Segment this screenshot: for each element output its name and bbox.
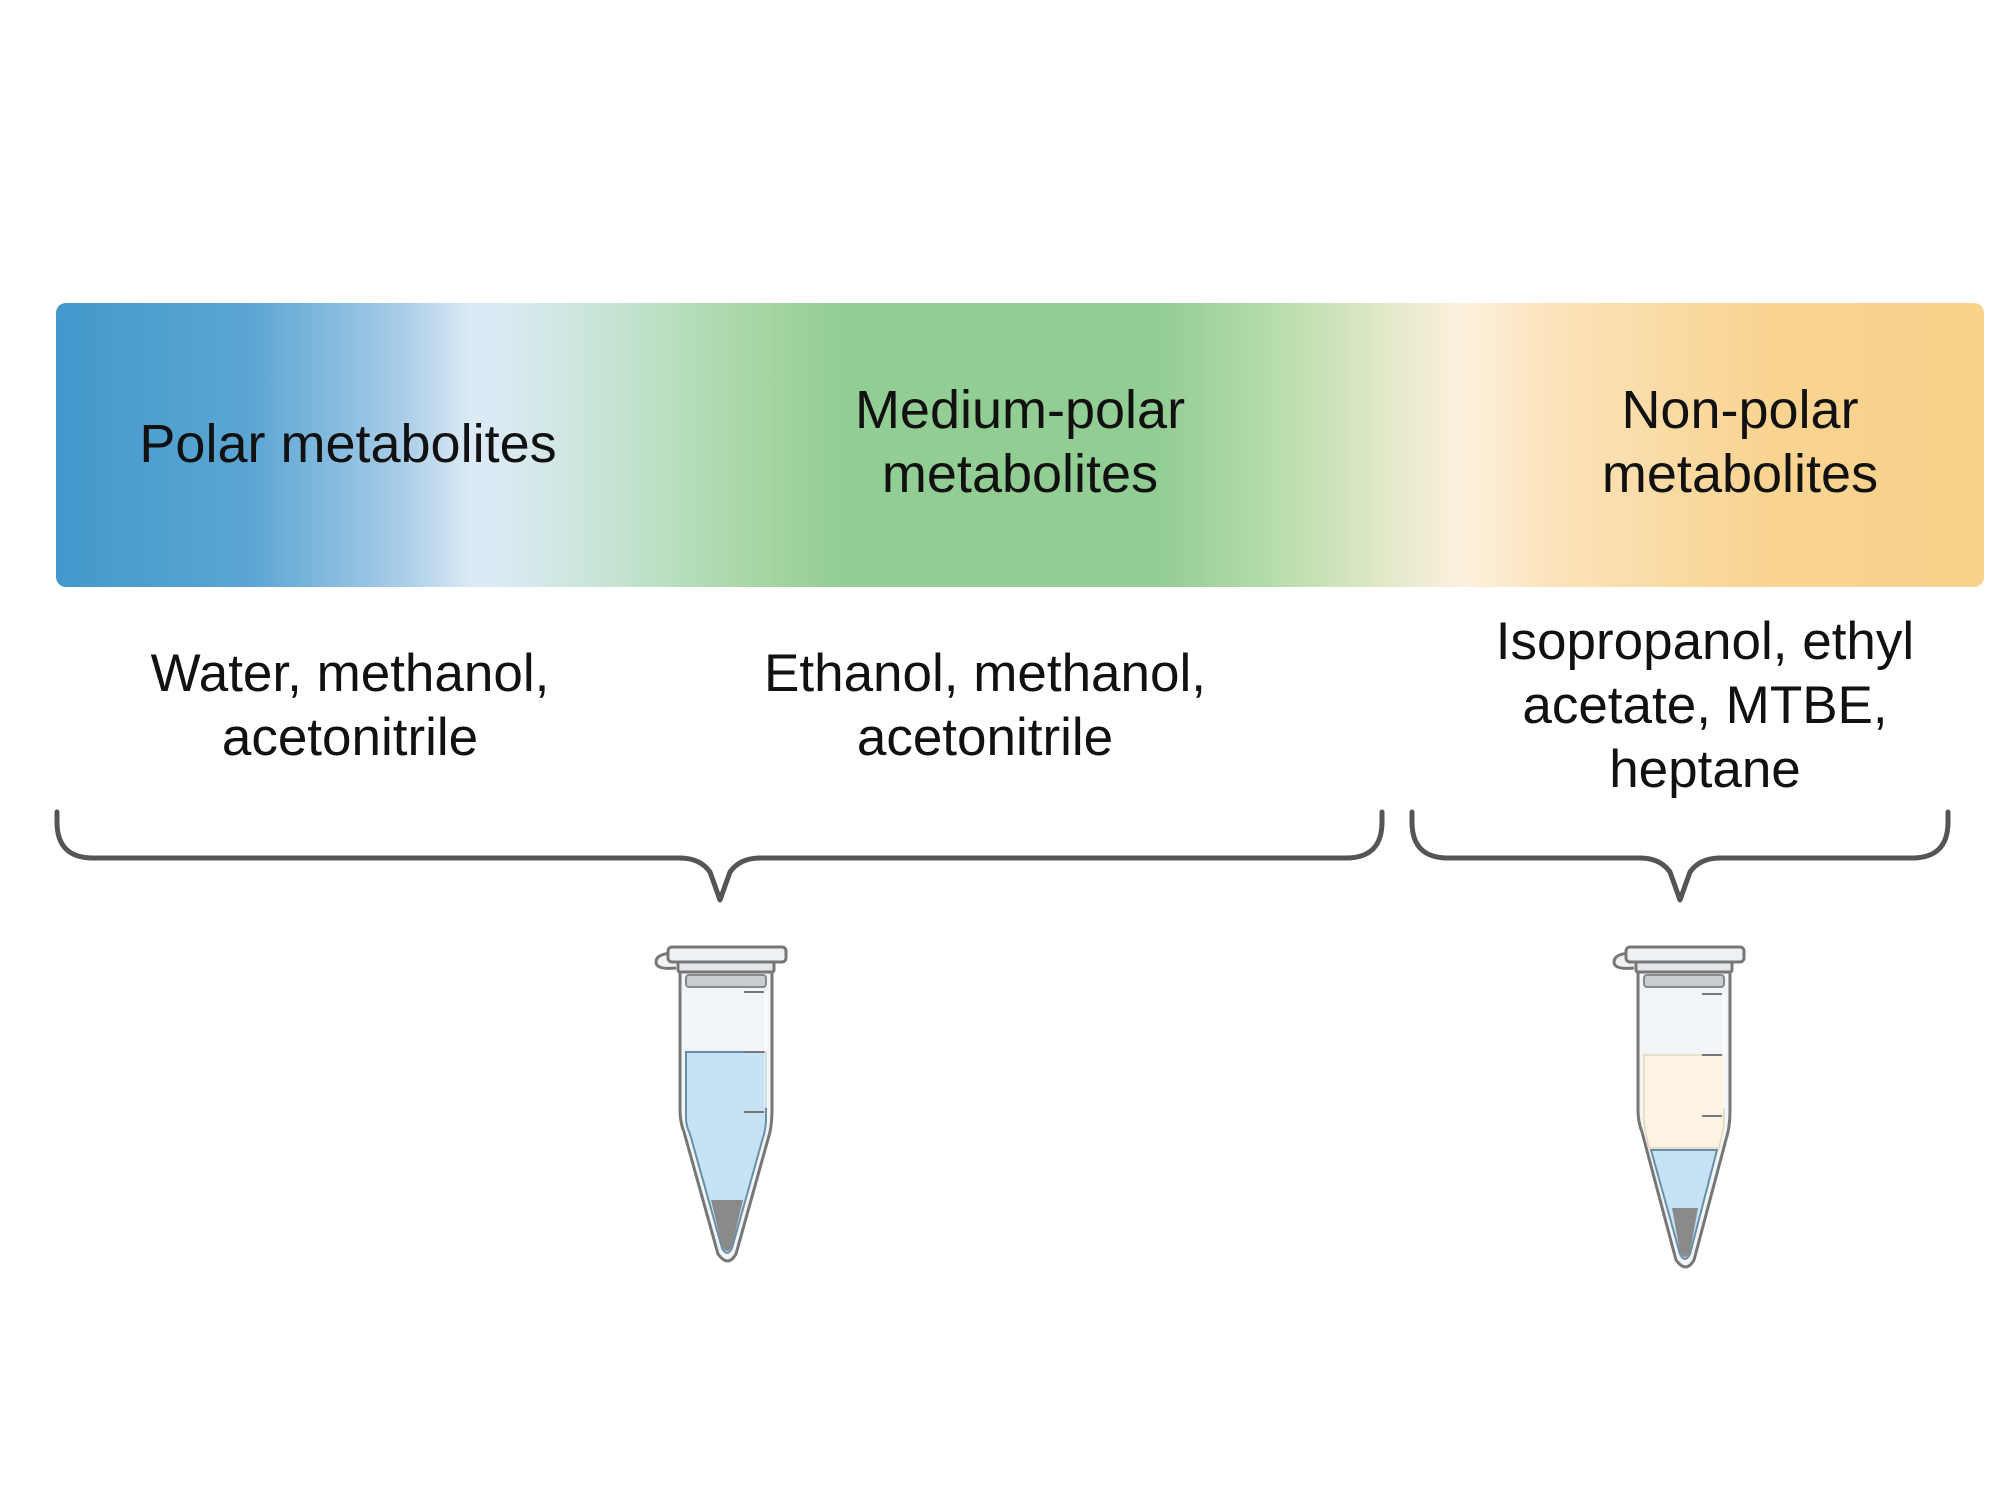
polar-solvents-label: Water, methanol, acetonitrile [120,642,580,770]
medium-solvents-line1: Ethanol, methanol, [764,644,1206,703]
left-centrifuge-tube-icon [654,945,788,1263]
polar-solvents-line1: Water, methanol, [150,644,550,703]
right-brace [1409,809,1951,903]
right-tube-lower-liquid [1649,1149,1719,1260]
right-centrifuge-tube-icon [1612,945,1746,1269]
medium-solvents-label: Ethanol, methanol, acetonitrile [735,642,1235,770]
medium-polar-metabolites-label: Medium-polar metabolites [790,378,1250,506]
polar-solvents-line2: acetonitrile [221,708,479,767]
nonpolar-solvents-label: Isopropanol, ethyl acetate, MTBE, heptan… [1455,610,1955,802]
medium-solvents-line2: acetonitrile [856,708,1114,767]
polarity-gradient-bar [56,303,1984,587]
right-tube-pellet-icon [1672,1208,1698,1257]
nonpolar-solvents-line2: acetate, MTBE, [1522,676,1888,735]
left-brace [54,809,1385,903]
nonpolar-label-line2: metabolites [1601,444,1879,504]
non-polar-metabolites-label: Non-polar metabolites [1530,378,1950,506]
left-tube-liquid [685,1051,767,1254]
medium-label-line1: Medium-polar [854,380,1186,440]
nonpolar-label-line1: Non-polar [1621,380,1859,440]
left-tube-pellet-icon [711,1200,743,1251]
polar-metabolites-label: Polar metabolites [118,412,578,476]
right-tube-upper-liquid [1643,1054,1725,1149]
nonpolar-solvents-line3: heptane [1609,740,1801,799]
polar-label-text: Polar metabolites [139,414,557,474]
nonpolar-solvents-line1: Isopropanol, ethyl [1495,612,1915,671]
medium-label-line2: metabolites [881,444,1159,504]
